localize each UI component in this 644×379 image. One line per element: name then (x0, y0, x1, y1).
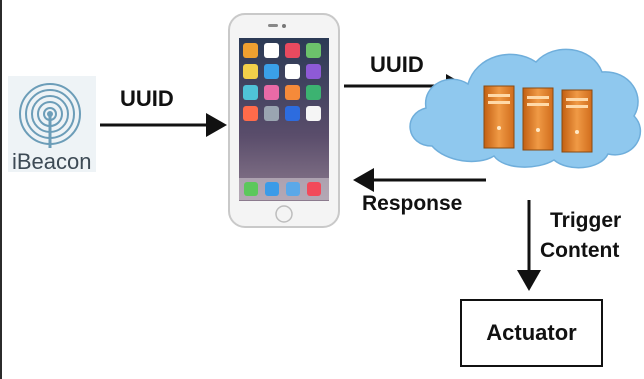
actuator-node: Actuator (460, 299, 603, 367)
ibeacon-signal-icon (8, 76, 96, 172)
edge-label-content: Content (540, 239, 620, 262)
actuator-label: Actuator (486, 320, 577, 345)
edge-label-beacon-uuid: UUID (120, 86, 174, 111)
cloud-server-icon (409, 48, 642, 169)
smartphone-icon (228, 13, 340, 228)
edge-label-phone-uuid: UUID (370, 52, 424, 77)
edge-label-trigger: Trigger (550, 209, 622, 232)
edge-label-response: Response (362, 192, 463, 215)
ibeacon-label: iBeacon (12, 149, 92, 174)
